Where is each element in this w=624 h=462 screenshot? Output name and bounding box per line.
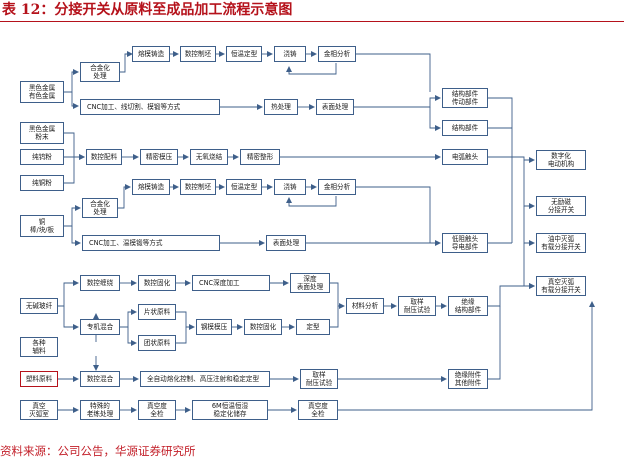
node-pouring-1: 浇铸 <box>274 46 306 62</box>
node-cnc-blank-2: 数控制坯 <box>180 179 216 195</box>
node-sampling-pressure-test-1: 取样 耐压试验 <box>398 296 436 316</box>
node-cnc-machining-1: CNC加工、线切割、模锻等方式 <box>80 99 220 115</box>
node-surface-treatment-2: 表面处理 <box>266 235 306 251</box>
node-output-digital-mechanism: 数字化 电动机构 <box>536 150 586 170</box>
node-heat-treatment: 热处理 <box>264 99 298 115</box>
node-cnc-deep-machining: CNC深度加工 <box>192 275 270 291</box>
node-auto-injection: 全自动熔化控制、高压注射和稳定定型 <box>140 371 270 387</box>
node-constant-temp-2: 恒温定型 <box>226 179 262 195</box>
node-output-off-load-switch: 无励磁 分接开关 <box>536 196 586 216</box>
node-structural-drive-parts: 结构部件 传动部件 <box>442 88 488 108</box>
node-copper-bar: 铜 棒/块/板 <box>20 215 64 237</box>
node-ferrous-metals: 黑色金属 有色金属 <box>20 81 64 103</box>
node-precision-shaping: 精密整形 <box>240 149 280 165</box>
node-precision-press-1: 精密模压 <box>140 149 178 165</box>
node-sheet-material: 片状原料 <box>138 304 176 320</box>
node-material-analysis: 材料分析 <box>346 298 384 314</box>
node-alkali-free-glass-fiber: 无碱玻纤 <box>20 298 58 314</box>
node-copper-powder: 纯铜粉 <box>20 175 64 191</box>
node-surface-treatment-1: 表面处理 <box>316 99 354 115</box>
source-note: 资料来源：公司公告，华源证券研究所 <box>0 444 196 458</box>
node-steel-mold-press: 钢模模压 <box>196 319 232 335</box>
node-output-oil-arc-switch: 油中灭弧 有载分接开关 <box>536 233 586 253</box>
node-auxiliary-materials: 各种 辅料 <box>20 337 58 357</box>
node-output-vacuum-arc-switch: 真空灭弧 有载分接开关 <box>536 276 586 296</box>
node-lump-material: 团状原料 <box>138 335 176 351</box>
node-cnc-curing-1: 数控固化 <box>138 275 176 291</box>
node-shaping: 定型 <box>296 319 330 335</box>
node-insulation-other-accessories: 绝缘附件 其他附件 <box>448 369 488 389</box>
node-investment-casting-2: 熔模铸造 <box>132 179 170 195</box>
node-vacuum-check-1: 真空度 全检 <box>138 400 176 420</box>
node-cnc-winding: 数控缠绕 <box>80 275 120 291</box>
node-constant-temp-1: 恒温定型 <box>226 46 262 62</box>
node-deep-surface-treatment: 深度 表面处理 <box>290 273 330 293</box>
node-alloy-treatment-1: 合金化 处理 <box>80 62 120 82</box>
node-tungsten-powder: 纯钨粉 <box>20 149 64 165</box>
node-cnc-machining-2: CNC加工、温模锻等方式 <box>82 235 220 251</box>
node-cnc-mixing: 数控混合 <box>80 371 120 387</box>
node-vacuum-interrupter: 真空 灭弧室 <box>20 400 58 420</box>
node-oxygen-free-sinter: 无氧烧结 <box>190 149 228 165</box>
node-constant-humidity-storage: 6M恒温恒湿 稳定化储存 <box>192 400 268 420</box>
node-cnc-curing-2: 数控固化 <box>244 319 282 335</box>
node-special-aging: 特殊的 老练处理 <box>80 400 120 420</box>
node-structural-parts: 结构部件 <box>442 120 488 136</box>
node-metallography-2: 金相分析 <box>318 179 356 195</box>
node-sampling-pressure-test-2: 取样 耐压试验 <box>300 369 338 389</box>
node-low-resistance-contact: 低阻触头 导电部件 <box>442 233 488 253</box>
node-vacuum-check-2: 真空度 全检 <box>298 400 338 420</box>
node-arc-contact: 电弧触头 <box>442 149 488 165</box>
node-cnc-batching: 数控配料 <box>86 149 122 165</box>
page-title: 表 12：分接开关从原料至成品加工流程示意图 <box>0 0 624 22</box>
node-investment-casting-1: 熔模铸造 <box>132 46 170 62</box>
node-cnc-blank-1: 数控制坯 <box>180 46 216 62</box>
node-alloy-treatment-2: 合金化 处理 <box>82 198 118 218</box>
node-insulation-structural-parts: 绝缘 结构部件 <box>448 296 488 316</box>
node-plastic-material: 塑料原料 <box>20 371 58 387</box>
node-pouring-2: 浇铸 <box>274 179 306 195</box>
node-metallography-1: 金相分析 <box>318 46 356 62</box>
node-ferrous-powder: 黑色金属 粉末 <box>20 122 64 144</box>
node-special-mixer: 专机混合 <box>80 319 120 335</box>
